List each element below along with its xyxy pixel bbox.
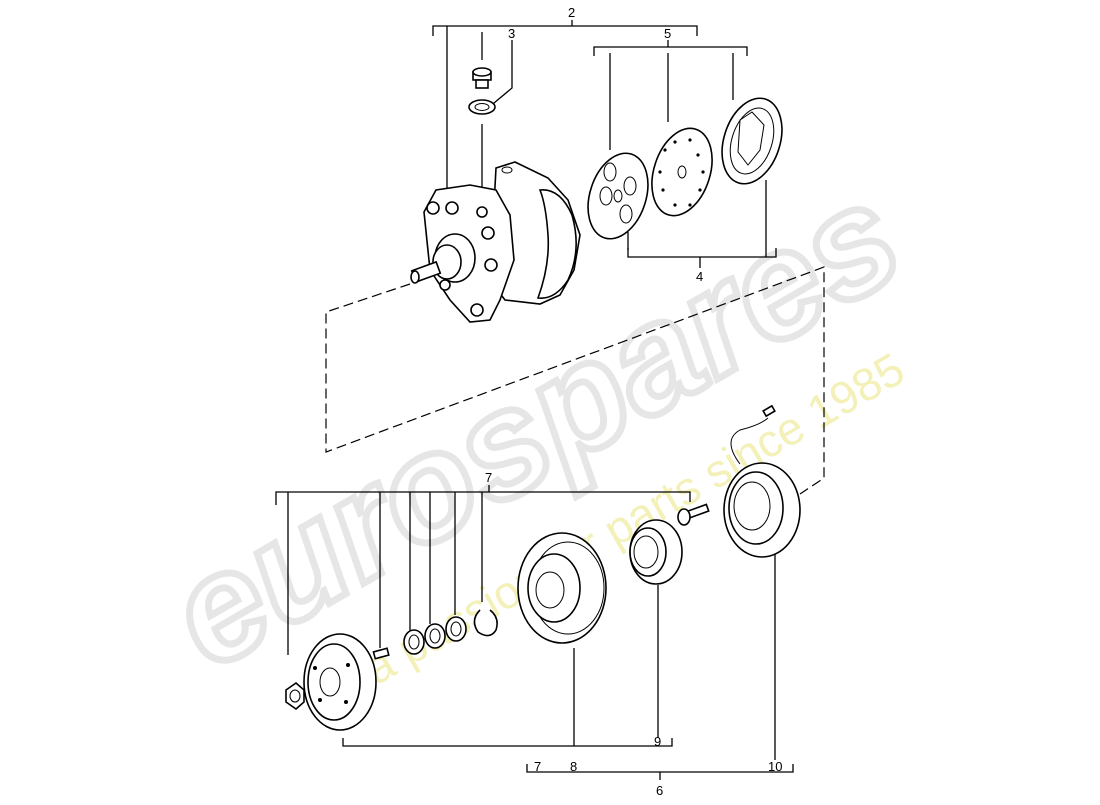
callout-7-top: 7 xyxy=(485,470,492,485)
hex-nut-part xyxy=(285,681,305,711)
callout-2: 2 xyxy=(568,5,575,20)
shim-ring-1-part xyxy=(403,629,425,655)
bearing-part xyxy=(629,519,683,585)
key-part xyxy=(372,647,390,660)
callout-10: 10 xyxy=(768,759,782,774)
pulley-part xyxy=(517,532,607,644)
snap-ring-part xyxy=(473,609,498,637)
valve-plate-part xyxy=(651,127,713,217)
callout-4: 4 xyxy=(696,269,703,284)
plug-screw-part xyxy=(472,67,492,89)
compressor-housing xyxy=(410,161,581,323)
valve-plate-gasket-part xyxy=(587,152,649,240)
sealing-washer-part xyxy=(468,99,496,115)
callout-5: 5 xyxy=(664,26,671,41)
callout-labels: 2 3 5 4 7 8 9 10 7 6 xyxy=(485,5,782,798)
fillister-screw-part xyxy=(677,503,710,526)
callout-9: 9 xyxy=(654,734,661,749)
clutch-disc-part xyxy=(303,633,377,731)
cylinder-head-gasket-part xyxy=(721,97,783,185)
leader-lines xyxy=(275,20,825,780)
shim-ring-2-part xyxy=(424,623,446,649)
shim-ring-3-part xyxy=(445,616,467,642)
callout-8: 8 xyxy=(570,759,577,774)
magnetic-coil-part xyxy=(723,404,801,558)
callout-7-bottom: 7 xyxy=(534,759,541,774)
callout-3: 3 xyxy=(508,26,515,41)
callout-6: 6 xyxy=(656,783,663,798)
